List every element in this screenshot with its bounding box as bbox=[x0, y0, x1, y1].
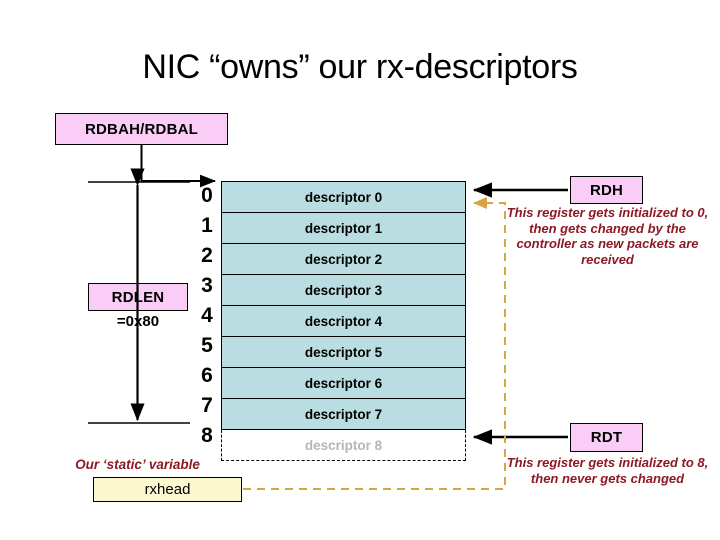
connector-rdbah-to-table bbox=[140, 145, 216, 188]
descriptor-cell[interactable]: descriptor 7 bbox=[221, 398, 466, 430]
descriptor-row: descriptor 1 bbox=[221, 212, 466, 244]
descriptor-row: descriptor 3 bbox=[221, 274, 466, 306]
row-index-label: 6 bbox=[201, 364, 213, 387]
row-index-label: 3 bbox=[201, 274, 213, 297]
register-box-rdlen[interactable]: RDLEN bbox=[88, 283, 188, 311]
descriptor-cell[interactable]: descriptor 6 bbox=[221, 367, 466, 399]
register-box-rdbah-rdbal[interactable]: RDBAH/RDBAL bbox=[55, 113, 228, 145]
register-box-rdt[interactable]: RDT bbox=[570, 423, 643, 452]
descriptor-row: descriptor 0 bbox=[221, 181, 466, 213]
register-box-rdh[interactable]: RDH bbox=[570, 176, 643, 204]
row-index-label: 5 bbox=[201, 334, 213, 357]
descriptor-row: descriptor 6 bbox=[221, 367, 466, 399]
descriptor-cell[interactable]: descriptor 2 bbox=[221, 243, 466, 275]
page-title: NIC “owns” our rx-descriptors bbox=[142, 48, 578, 86]
row-index-label: 7 bbox=[201, 394, 213, 417]
row-index-label: 4 bbox=[201, 304, 213, 327]
descriptor-cell[interactable]: descriptor 8 bbox=[221, 429, 466, 461]
descriptor-cell[interactable]: descriptor 4 bbox=[221, 305, 466, 337]
descriptor-row: descriptor 5 bbox=[221, 336, 466, 368]
descriptor-cell[interactable]: descriptor 5 bbox=[221, 336, 466, 368]
caption-rdt: This register gets initialized to 8, the… bbox=[506, 455, 709, 486]
descriptor-cell[interactable]: descriptor 3 bbox=[221, 274, 466, 306]
descriptor-cell[interactable]: descriptor 1 bbox=[221, 212, 466, 244]
descriptor-cell[interactable]: descriptor 0 bbox=[221, 181, 466, 213]
descriptor-row: descriptor 2 bbox=[221, 243, 466, 275]
row-index-label: 8 bbox=[201, 424, 213, 447]
row-index-label: 1 bbox=[201, 214, 213, 237]
descriptor-row: descriptor 8 bbox=[221, 429, 466, 461]
variable-box-rxhead[interactable]: rxhead bbox=[93, 477, 242, 502]
row-index-label: 2 bbox=[201, 244, 213, 267]
descriptor-row: descriptor 7 bbox=[221, 398, 466, 430]
caption-rdh: This register gets initialized to 0, the… bbox=[506, 205, 709, 267]
descriptor-row: descriptor 4 bbox=[221, 305, 466, 337]
caption-static-variable: Our ‘static’ variable bbox=[75, 457, 200, 472]
register-value-rdlen: =0x80 bbox=[116, 313, 160, 330]
row-index-label: 0 bbox=[201, 184, 213, 207]
